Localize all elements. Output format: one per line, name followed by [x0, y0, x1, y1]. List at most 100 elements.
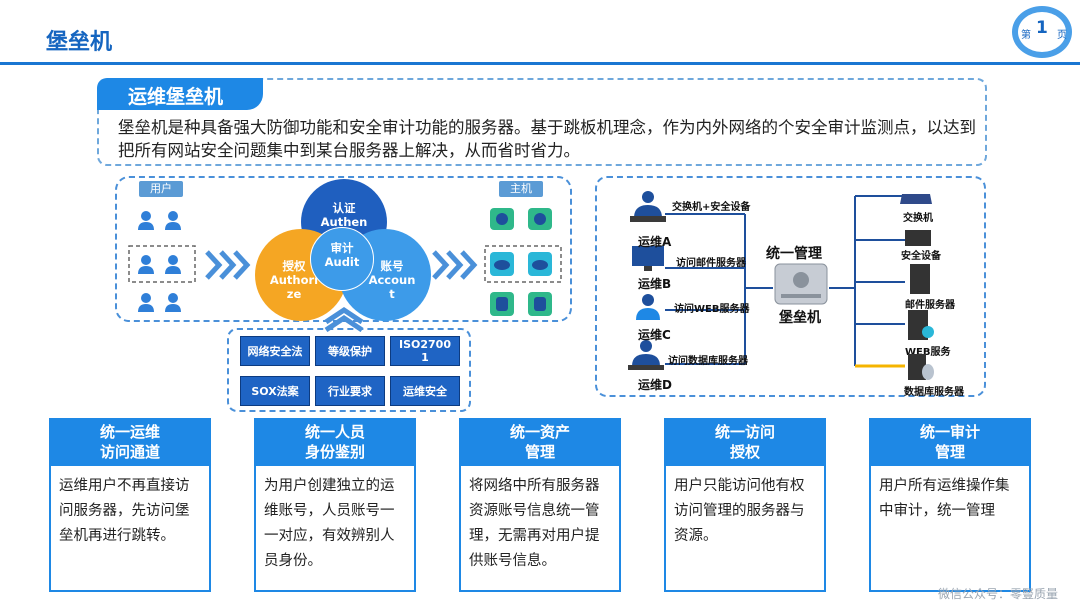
- link-label: 访问数据库服务器: [668, 356, 748, 367]
- card-title-line2: 管理: [934, 443, 965, 461]
- monitor-icon: [632, 246, 664, 271]
- audit-circle: 审计 Audit: [310, 227, 374, 291]
- header-divider: [0, 62, 1080, 65]
- operator-label: 运维B: [638, 277, 672, 291]
- operator-icon: [636, 294, 660, 320]
- operator-label: 运维D: [638, 378, 672, 392]
- card-title-line2: 授权: [729, 443, 760, 461]
- operator-label: 运维C: [638, 328, 671, 342]
- server-icon: [910, 264, 930, 294]
- link-label: 访问邮件服务器: [676, 258, 746, 269]
- user-tag: 用户: [139, 181, 183, 197]
- user-icon: [138, 211, 154, 230]
- intro-box: [97, 78, 987, 166]
- authen-label-en: Authen: [320, 215, 368, 229]
- operator-icon: [630, 191, 666, 222]
- cloud-host-icon: [490, 252, 514, 276]
- compliance-box: [227, 328, 471, 412]
- card-header: 统一审计 管理: [869, 418, 1031, 466]
- device-label: 邮件服务器: [905, 300, 955, 311]
- card-title-line1: 统一人员: [304, 423, 365, 441]
- intro-tab: [97, 78, 263, 110]
- card-title-line1: 统一访问: [714, 423, 775, 441]
- host-icons-group: [484, 208, 562, 316]
- web-server-icon: [908, 310, 934, 340]
- database-icon: [528, 292, 552, 316]
- user-icon: [165, 255, 181, 274]
- page-prefix: 第: [1021, 30, 1031, 41]
- intro-tab-label: 运维堡垒机: [128, 86, 224, 108]
- intro-text: 堡垒机是种具备强大防御功能和安全审计功能的服务器。基于跳板机理念，作为内外网络的…: [118, 118, 976, 160]
- authorize-label-en: Authori: [269, 273, 319, 287]
- card-title-line1: 统一资产: [509, 423, 570, 441]
- cloud-host-icon: [528, 252, 552, 276]
- user-icons-group: [128, 211, 196, 312]
- host-tag: 主机: [499, 181, 543, 197]
- card-title-line1: 统一运维: [99, 423, 160, 441]
- bastion-label: 堡垒机: [779, 310, 821, 326]
- center-label: 统一管理: [766, 246, 822, 262]
- link-label: 访问WEB服务器: [674, 304, 750, 315]
- card-body: 将网络中所有服务器资源账号信息统一管理，无需再对用户提供账号信息。: [459, 466, 621, 592]
- compliance-item: 行业要求: [315, 376, 385, 406]
- chevron-right-icon: [205, 250, 251, 280]
- card-title-line2: 身份鉴别: [304, 443, 365, 461]
- page-number-badge: [1012, 6, 1072, 58]
- device-label: 数据库服务器: [904, 387, 964, 398]
- database-icon: [490, 292, 514, 316]
- user-icon: [138, 255, 154, 274]
- card-header: 统一访问 授权: [664, 418, 826, 466]
- page-title: 堡垒机: [46, 30, 113, 55]
- account-label-en: Accoun: [368, 273, 416, 287]
- user-icon: [138, 293, 154, 312]
- device-label: WEB服务: [905, 347, 951, 358]
- card-body: 为用户创建独立的运维账号，人员账号一一对应，有效辨别人员身份。: [254, 466, 416, 592]
- compliance-item: SOX法案: [240, 376, 310, 406]
- feature-card: 统一访问 授权 用户只能访问他有权访问管理的服务器与资源。: [664, 418, 826, 592]
- card-header: 统一运维 访问通道: [49, 418, 211, 466]
- firewall-icon: [905, 230, 931, 246]
- account-label-cn: 账号: [380, 259, 404, 273]
- watermark: 微信公众号：零豎质量: [938, 587, 1059, 601]
- account-label-en2: t: [389, 287, 395, 301]
- audit-label-en: Audit: [324, 255, 360, 269]
- operator-icon: [628, 340, 664, 370]
- feature-card: 统一人员 身份鉴别 为用户创建独立的运维账号，人员账号一一对应，有效辨别人员身份…: [254, 418, 416, 592]
- user-icon: [165, 211, 181, 230]
- compliance-item: 等级保护: [315, 336, 385, 366]
- card-header: 统一资产 管理: [459, 418, 621, 466]
- card-body: 运维用户不再直接访问服务器，先访问堡垒机再进行跳转。: [49, 466, 211, 592]
- database-server-icon: [908, 354, 934, 380]
- network-diagram-box: [595, 176, 986, 397]
- card-body: 用户所有运维操作集中审计，统一管理: [869, 466, 1031, 592]
- operator-label: 运维A: [638, 235, 672, 249]
- page-suffix: 页: [1057, 30, 1067, 41]
- card-header: 统一人员 身份鉴别: [254, 418, 416, 466]
- authorize-label-cn: 授权: [282, 259, 306, 273]
- network-lines: [665, 195, 905, 368]
- link-label: 交换机+安全设备: [672, 202, 751, 213]
- feature-card: 统一审计 管理 用户所有运维操作集中审计，统一管理: [869, 418, 1031, 592]
- host-icon: [490, 208, 514, 230]
- card-body: 用户只能访问他有权访问管理的服务器与资源。: [664, 466, 826, 592]
- compliance-item: 网络安全法: [240, 336, 310, 366]
- bastion-server-icon: [774, 263, 828, 305]
- switch-icon: [900, 194, 932, 204]
- user-icon: [165, 293, 181, 312]
- feature-card: 统一运维 访问通道 运维用户不再直接访问服务器，先访问堡垒机再进行跳转。: [49, 418, 211, 592]
- authorize-label-en2: ze: [286, 287, 302, 301]
- card-title-line2: 管理: [524, 443, 555, 461]
- compliance-item: ISO27001: [390, 336, 460, 366]
- card-title-line2: 访问通道: [99, 443, 160, 461]
- device-label: 交换机: [903, 213, 933, 224]
- card-title-line1: 统一审计: [919, 423, 980, 441]
- device-label: 安全设备: [901, 251, 941, 262]
- feature-card: 统一资产 管理 将网络中所有服务器资源账号信息统一管理，无需再对用户提供账号信息…: [459, 418, 621, 592]
- audit-label-cn: 审计: [330, 241, 354, 255]
- chevron-up-icon: [324, 306, 364, 332]
- compliance-item: 运维安全: [390, 376, 460, 406]
- host-icon: [528, 208, 552, 230]
- chevron-right-icon: [432, 250, 478, 280]
- authen-label-cn: 认证: [332, 201, 356, 215]
- page-number: 1: [1036, 18, 1048, 38]
